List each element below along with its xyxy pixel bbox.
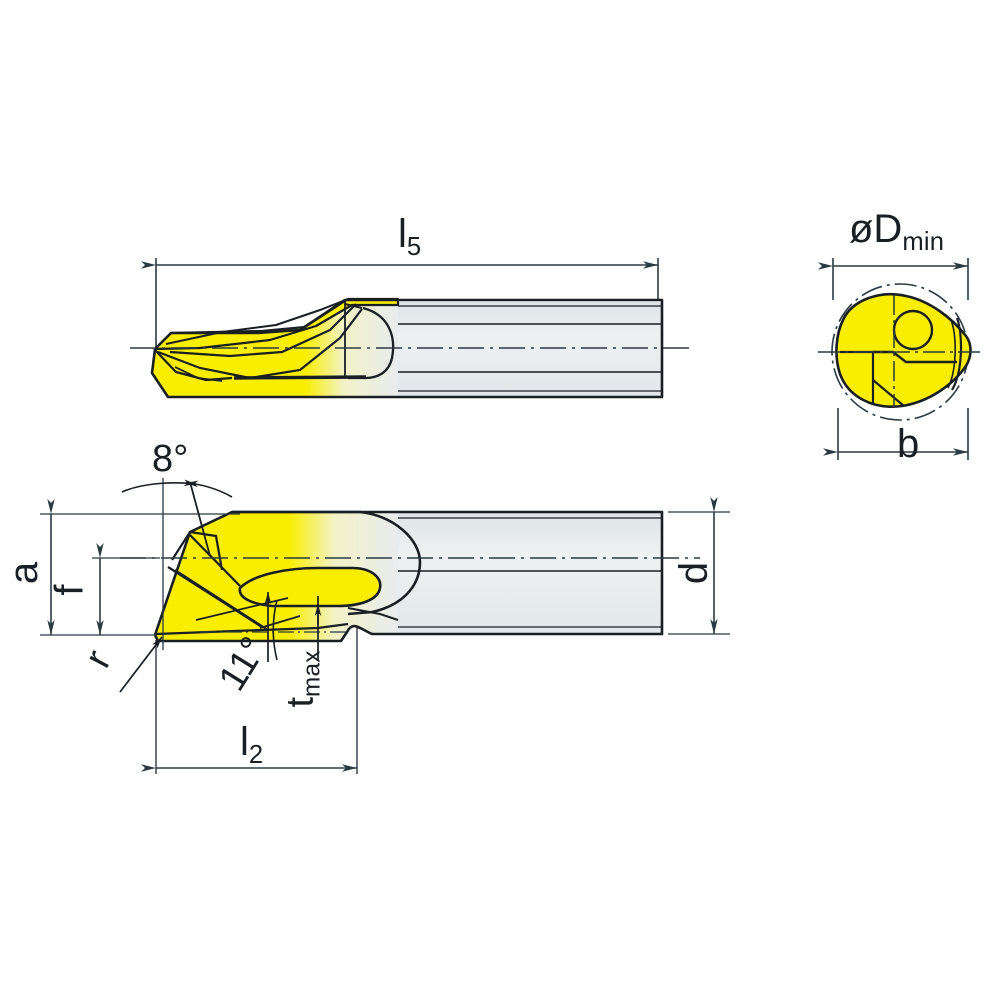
dimension-radius-r (119, 636, 163, 693)
label-angle-8deg: 8° (152, 438, 189, 480)
dimension-oDmin (818, 258, 969, 300)
label-b: b (897, 422, 920, 466)
dimension-angle-11deg (195, 592, 289, 662)
dimension-l2 (141, 628, 358, 774)
view-side-top (130, 258, 690, 399)
view-side-bottom (40, 478, 730, 774)
label-a: a (2, 561, 47, 585)
dimension-l5 (141, 258, 659, 352)
label-d: d (672, 561, 717, 585)
label-diameter-min: øDmin (849, 207, 945, 256)
view-end (818, 258, 985, 460)
label-l5: l5 (398, 212, 422, 261)
label-f: f (47, 584, 92, 596)
dimension-angle-8deg (121, 478, 233, 650)
label-tmax: tmax (279, 650, 326, 708)
dimension-b (823, 408, 969, 460)
label-l2: l2 (240, 720, 264, 769)
